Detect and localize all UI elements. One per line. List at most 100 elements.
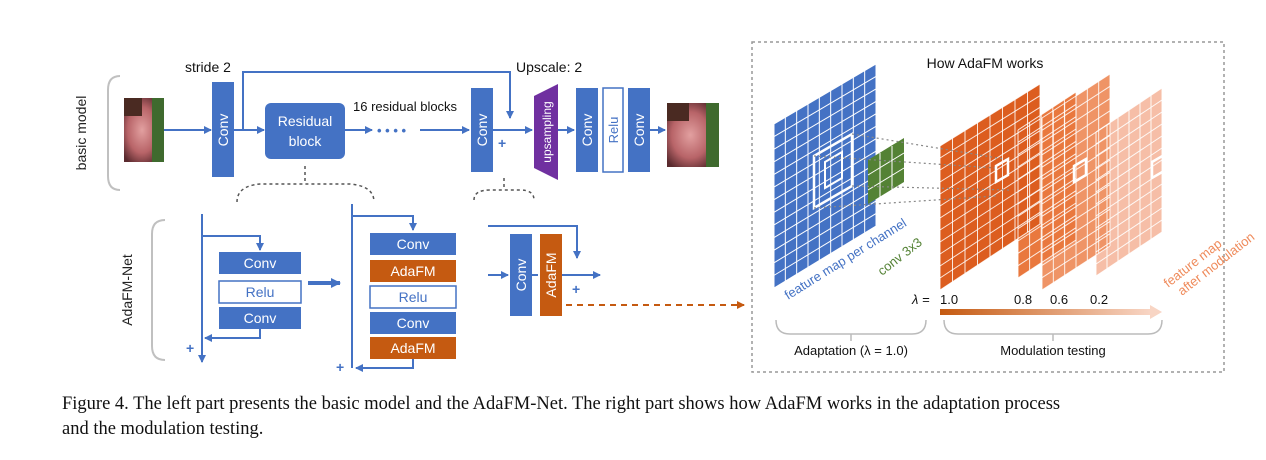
grid-line <box>1095 123 1163 169</box>
feature-map-per-channel <box>773 63 877 289</box>
grid-line <box>939 106 1041 171</box>
grid-line <box>1095 219 1163 265</box>
grid-line <box>773 113 877 175</box>
sum-plus-right: + <box>336 359 344 375</box>
grid-line <box>773 213 877 276</box>
sum-plus-left: + <box>186 340 194 356</box>
sum-plus-tail: + <box>572 281 580 297</box>
lambda-value-2: 0.8 <box>1014 292 1032 307</box>
grid-line <box>773 76 877 138</box>
upsampling-label: upsampling <box>540 101 554 162</box>
grid-line <box>1041 233 1111 279</box>
grid-line <box>939 165 1041 231</box>
adafm-left-conv-2 <box>219 307 301 329</box>
tail-adafm <box>540 234 562 316</box>
grid-line <box>773 188 877 251</box>
grid-line <box>773 163 877 226</box>
relu-block <box>602 87 624 173</box>
conv-block-1 <box>212 82 234 177</box>
grid-line <box>939 83 1041 147</box>
projection-lines <box>813 133 1011 209</box>
grid-line <box>939 153 1041 219</box>
adafm-right-relu <box>369 285 457 309</box>
adaptation-bracket <box>775 319 927 335</box>
grid-line <box>939 188 1041 255</box>
adafm-right-adafm-2-label: AdaFM <box>390 340 435 356</box>
conv-block-4-label: Conv <box>631 114 647 147</box>
adafm-right-conv-1 <box>370 233 456 255</box>
input-face-photo-icon <box>124 98 164 162</box>
adafm-left-conv-2-label: Conv <box>244 310 277 326</box>
grid-line <box>1017 214 1077 254</box>
lambda-value-3: 0.6 <box>1050 292 1068 307</box>
modulation-label: Modulation testing <box>1000 343 1106 358</box>
grid-line <box>1095 135 1163 181</box>
grid-line <box>939 118 1041 183</box>
grid-line <box>1017 227 1077 267</box>
modulation-bracket <box>943 319 1163 335</box>
grid-line <box>939 223 1041 291</box>
grid-line <box>1017 202 1077 242</box>
grid-line <box>1095 207 1163 253</box>
relu-block-label: Relu <box>606 117 621 144</box>
lambda-value-1: 1.0 <box>940 292 958 307</box>
stride-label: stride 2 <box>185 59 231 75</box>
grid-line <box>1095 111 1163 157</box>
adafm-left-conv-1-label: Conv <box>244 255 277 271</box>
residual-block-label-1: Residual <box>278 113 332 129</box>
grid-line <box>773 200 877 264</box>
residual-count-label: 16 residual blocks <box>353 99 458 114</box>
ellipsis: • • • • <box>377 123 406 138</box>
adafm-net-bracket <box>151 219 166 361</box>
caption-line-1: Figure 4. The left part presents the bas… <box>62 394 1061 414</box>
grid-line <box>773 63 877 125</box>
caption-line-2: and the modulation testing. <box>62 419 264 439</box>
grid-line <box>939 176 1041 243</box>
upsampling-block <box>534 84 558 180</box>
output-face-photo-icon <box>667 103 719 167</box>
grid-line <box>1095 183 1163 229</box>
how-adafm-works-panel: How AdaFM works <box>751 41 1257 373</box>
panel-title: How AdaFM works <box>927 55 1044 71</box>
grid-line <box>1041 221 1111 266</box>
adafm-right-adafm-1-label: AdaFM <box>390 263 435 279</box>
upscale-label: Upscale: 2 <box>516 59 582 75</box>
grid-line <box>939 200 1041 267</box>
adafm-right-adafm-2 <box>370 337 456 359</box>
tail-conv <box>510 234 532 316</box>
adafm-right-conv-2-label: Conv <box>397 315 430 331</box>
grid-line <box>1095 147 1163 193</box>
grid-line <box>939 141 1041 207</box>
basic-model-bracket <box>107 75 121 191</box>
adaptation-label: Adaptation (λ = 1.0) <box>794 343 908 358</box>
adafm-left-conv-1 <box>219 252 301 274</box>
adafm-right-relu-label: Relu <box>399 289 428 305</box>
basic-model: basic model stride 2 Conv Residual block… <box>73 59 719 203</box>
conv-block-4 <box>628 88 650 172</box>
adafm-right-conv-1-label: Conv <box>397 236 430 252</box>
grid-line <box>773 100 877 163</box>
adafm-left-relu <box>218 280 302 304</box>
conv-block-3-label: Conv <box>579 114 595 147</box>
sum-plus-basic: + <box>498 135 506 151</box>
grid-line <box>1041 245 1111 291</box>
basic-model-label: basic model <box>73 96 89 171</box>
grid-line <box>1095 99 1163 145</box>
adafm-net-label: AdaFM-Net <box>119 254 135 326</box>
grid-line <box>939 95 1041 159</box>
residual-block-label-2: block <box>289 133 323 149</box>
adafm-right-adafm-1 <box>370 260 456 282</box>
conv-block-2-label: Conv <box>474 114 490 147</box>
residual-block <box>265 103 345 159</box>
tail-conv-label: Conv <box>513 259 529 292</box>
lambda-value-4: 0.2 <box>1090 292 1108 307</box>
tail-adafm-label: AdaFM <box>543 252 559 297</box>
adafm-right-conv-2 <box>370 312 456 334</box>
grid-line <box>1095 195 1163 241</box>
panel-border <box>751 41 1225 373</box>
conv-block-2 <box>471 88 493 172</box>
grid-line <box>939 130 1041 195</box>
grid-line <box>773 225 877 289</box>
conv-block-1-label: Conv <box>215 114 231 147</box>
